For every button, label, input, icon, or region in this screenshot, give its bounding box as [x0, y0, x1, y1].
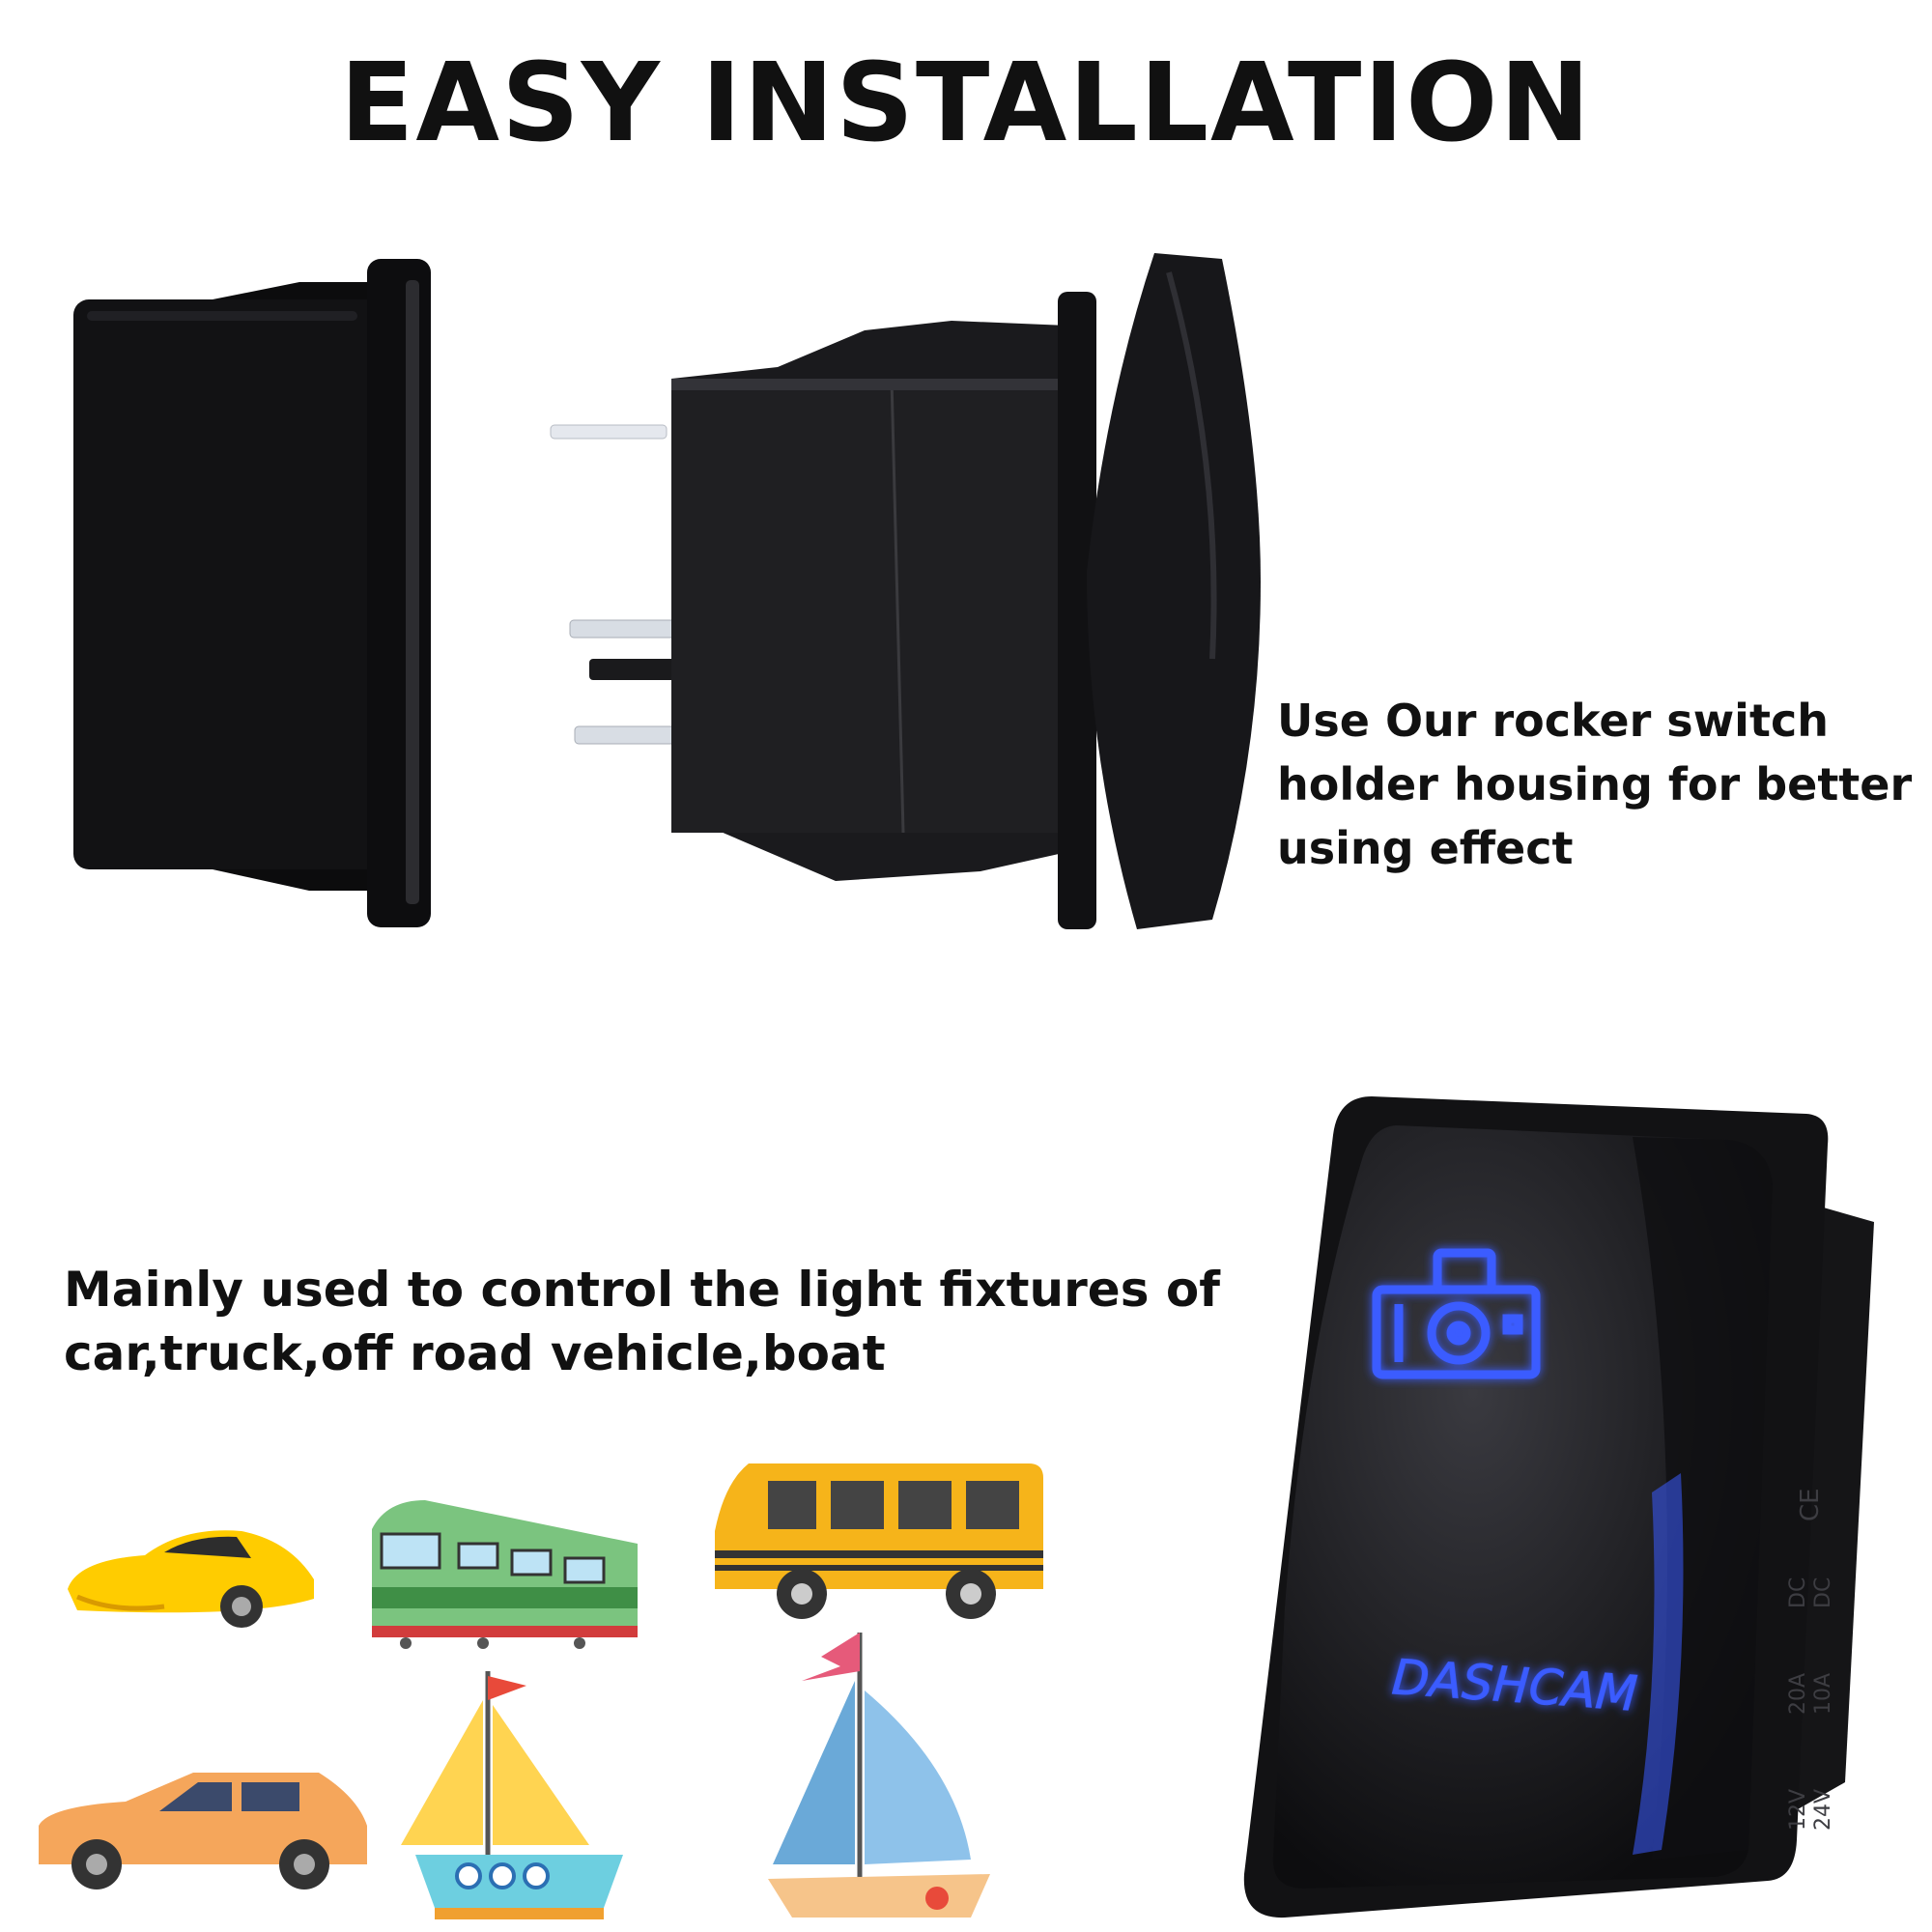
dashcam-rocker-switch: DASHCAM 12V 24V 20A 10A DC DC CE: [1243, 1096, 1874, 1918]
rating-dc-2: DC: [1811, 1577, 1835, 1608]
sailboat-icon: [401, 1671, 623, 1919]
ce-mark: CE: [1796, 1488, 1825, 1521]
rocker-switch-side-view: [550, 253, 1261, 929]
bus-icon: [715, 1463, 1043, 1619]
rating-dc-1: DC: [1786, 1577, 1810, 1608]
sailboat-icon: [768, 1633, 990, 1918]
train-icon: [372, 1500, 638, 1649]
page-title: EASY INSTALLATION: [339, 41, 1593, 166]
usage-caption: Mainly used to control the light fixture…: [64, 1258, 1220, 1385]
sports-car-icon: [68, 1530, 314, 1628]
rating-current-2: 10A: [1811, 1673, 1835, 1715]
rating-voltage-2: 24V: [1811, 1789, 1835, 1831]
housing-caption-line: using effect: [1277, 822, 1574, 874]
housing-caption-line: holder housing for better: [1277, 758, 1913, 810]
usage-caption-line: car,truck,off road vehicle,boat: [64, 1325, 886, 1381]
switch-holder-housing: [73, 259, 431, 927]
camera-icon: [1372, 1248, 1541, 1379]
usage-caption-line: Mainly used to control the light fixture…: [64, 1262, 1220, 1318]
rating-current-1: 20A: [1786, 1673, 1810, 1715]
wagon-car-icon: [39, 1773, 367, 1889]
housing-caption-line: Use Our rocker switch: [1277, 695, 1829, 747]
rating-voltage-1: 12V: [1786, 1789, 1810, 1831]
housing-caption: Use Our rocker switch holder housing for…: [1277, 689, 1912, 880]
